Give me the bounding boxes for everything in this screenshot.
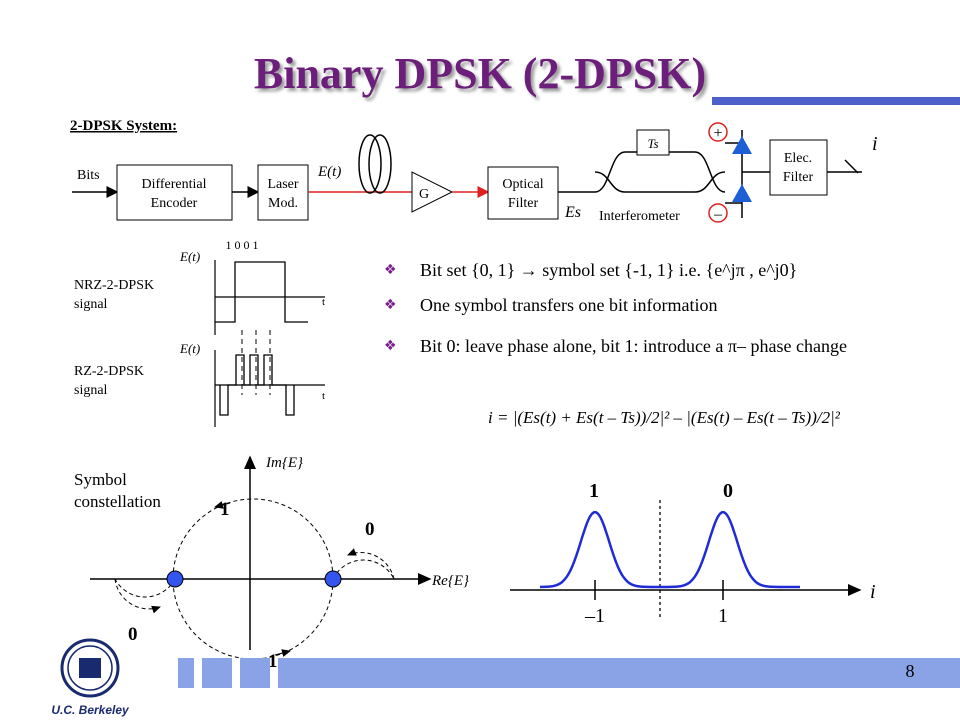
photodiode-bottom-icon (732, 184, 752, 202)
rz-axis-label: E(t) (179, 341, 200, 356)
footer-block (202, 658, 232, 688)
encoder-label-2: Encoder (151, 196, 198, 211)
distribution-axis-label: i (870, 581, 876, 603)
symbol-dot-left (166, 570, 184, 588)
footer-bar (178, 658, 960, 688)
bullet-1-text: Bit set {0, 1} → symbol set {-1, 1} i.e.… (420, 260, 798, 280)
current-label: i (872, 133, 878, 155)
peak-label-1: 1 (589, 480, 599, 502)
re-axis-label: Re{E} (431, 573, 469, 589)
diamond-bullet-icon: ❖ (384, 338, 397, 354)
nrz-label-2: signal (74, 297, 108, 312)
system-diagram: 2-DPSK System: Bits Differential Encoder… (70, 118, 878, 224)
diamond-bullet-icon: ❖ (384, 297, 397, 313)
plus-label: + (713, 125, 722, 142)
arrow-label-0-right: 0 (365, 519, 375, 540)
tick-plus-1: 1 (718, 605, 728, 627)
footer-block (240, 658, 270, 688)
arrow-label-1-top: 1 (220, 499, 230, 520)
es-label: Es (564, 204, 581, 221)
elec-filter-box (769, 139, 828, 196)
fiber-coil-icon (358, 134, 382, 194)
constellation-label-2: constellation (74, 492, 161, 511)
constellation-diagram: Symbol constellation Im{E} Re{E} 1 0 0 1 (74, 455, 469, 670)
interferometer-upper-arm (594, 151, 726, 193)
elec-label-2: Filter (783, 170, 814, 185)
amplifier-icon (411, 171, 454, 213)
rz-waveform (219, 354, 295, 416)
photodiode-top-icon (732, 136, 752, 154)
nrz-label-1: NRZ-2-DPSK (74, 278, 154, 293)
amplifier-label: G (419, 187, 429, 202)
interferometer-label: Interferometer (599, 209, 680, 224)
delay-box (636, 129, 670, 156)
nrz-time-label: t (322, 296, 325, 308)
uc-berkeley-logo: U.C. Berkeley (51, 638, 130, 717)
footer-block (178, 658, 194, 688)
system-label: 2-DPSK System: (70, 118, 177, 134)
detection-formula: i = |(Es(t) + Es(t – Ts))/2|² – |(Es(t) … (488, 408, 840, 427)
interferometer-lower-arm (594, 171, 726, 193)
arrow-label-0-left: 0 (128, 624, 138, 645)
nrz-axis-label: E(t) (179, 249, 200, 264)
differential-encoder-box (116, 164, 233, 221)
title-accent-bar (712, 97, 960, 105)
field-label: E(t) (317, 164, 341, 180)
filter-label-2: Filter (508, 196, 539, 211)
peak-label-0: 0 (723, 480, 733, 502)
bullet-3-text: Bit 0: leave phase alone, bit 1: introdu… (420, 336, 847, 356)
slide-title: Binary DPSK (2-DPSK) (253, 49, 707, 98)
tick-minus-1: –1 (584, 605, 605, 627)
page-number: 8 (905, 661, 915, 681)
footer-block (278, 658, 960, 688)
gaussian-curves (539, 510, 800, 589)
laser-mod-box (257, 164, 309, 221)
plus-icon (708, 122, 728, 142)
bits-sequence: 1 0 0 1 (226, 238, 259, 252)
diamond-bullet-icon: ❖ (384, 262, 397, 278)
symbol-dot-right (324, 570, 342, 588)
ts-label: Ts (647, 136, 658, 151)
laser-label-1: Laser (267, 177, 298, 192)
output-arrow-icon (844, 159, 859, 174)
bullet-2-text: One symbol transfers one bit information (420, 295, 718, 315)
laser-label-2: Mod. (268, 196, 298, 211)
current-distribution-plot: 1 0 –1 1 i (510, 480, 876, 627)
nrz-waveform (215, 261, 308, 323)
rz-label-2: signal (74, 383, 108, 398)
rz-label-1: RZ-2-DPSK (74, 364, 144, 379)
im-axis-label: Im{E} (265, 455, 303, 471)
minus-label: – (713, 206, 723, 223)
filter-label-1: Optical (502, 177, 543, 192)
minus-icon (708, 203, 728, 223)
bits-label: Bits (77, 168, 100, 183)
rz-time-label: t (322, 390, 325, 402)
optical-filter-box (487, 166, 559, 220)
arrow-label-1-bottom: 1 (268, 651, 278, 670)
signal-waveforms: 1 0 0 1 E(t) t NRZ-2-DPSK signal E(t) t … (74, 238, 325, 427)
constellation-label-1: Symbol (74, 470, 127, 489)
logo-text: U.C. Berkeley (51, 703, 130, 717)
encoder-label-1: Differential (141, 177, 206, 192)
elec-label-1: Elec. (784, 151, 812, 166)
